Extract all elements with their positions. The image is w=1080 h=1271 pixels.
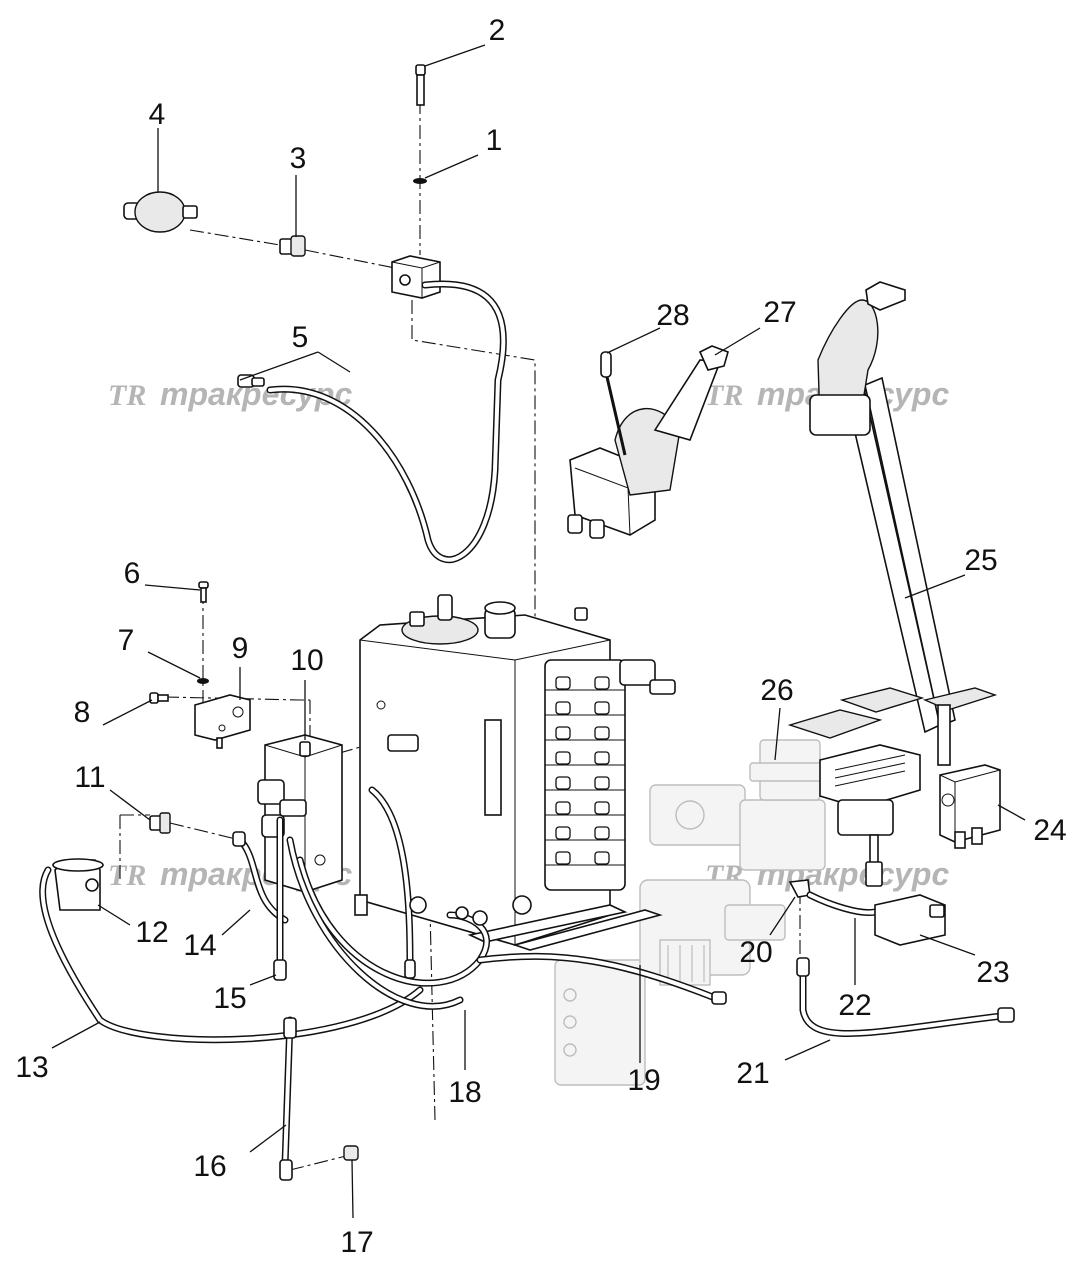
part-washer-7 <box>197 678 209 684</box>
callout-12: 12 <box>135 916 168 949</box>
part-adapter-3 <box>279 235 306 257</box>
part-bracket-9 <box>194 694 251 749</box>
callout-2: 2 <box>489 14 506 47</box>
part-hose-22 <box>806 891 879 917</box>
part-valve-24 <box>939 764 1001 849</box>
part-hose-5 <box>237 280 507 563</box>
watermark-logo: TR <box>108 859 146 892</box>
callout-18: 18 <box>448 1076 481 1109</box>
part-valve-23 <box>874 894 946 946</box>
callout-6: 6 <box>124 557 141 590</box>
callout-7: 7 <box>118 624 135 657</box>
callout-10: 10 <box>290 644 323 677</box>
part-hose-19 <box>476 952 727 1005</box>
part-washer-1 <box>413 178 427 184</box>
callout-11: 11 <box>74 761 105 794</box>
callout-1: 1 <box>486 124 503 157</box>
part-valve-block-top <box>391 255 441 299</box>
part-bolt-2 <box>415 64 426 106</box>
callout-22: 22 <box>838 989 871 1022</box>
part-filter-12 <box>52 858 104 911</box>
callout-26: 26 <box>760 674 793 707</box>
callout-numbers: 1 2 3 4 5 6 7 8 9 10 11 12 13 14 15 16 1… <box>15 14 1066 1259</box>
part-hose-13 <box>39 866 424 1044</box>
callout-21: 21 <box>736 1057 769 1090</box>
callout-14: 14 <box>183 929 216 962</box>
part-hose-16 <box>279 1016 297 1181</box>
callout-19: 19 <box>627 1064 660 1097</box>
part-fitting-17 <box>343 1145 359 1161</box>
part-lever-28 <box>600 351 627 456</box>
callout-8: 8 <box>74 696 91 729</box>
watermark-logo: TR <box>108 379 146 412</box>
callout-13: 13 <box>15 1051 48 1084</box>
callout-28: 28 <box>656 299 689 332</box>
callout-24: 24 <box>1033 814 1066 847</box>
callout-15: 15 <box>213 982 246 1015</box>
part-travel-levers-25 <box>809 281 956 734</box>
callout-16: 16 <box>193 1150 226 1183</box>
callout-9: 9 <box>232 632 249 665</box>
part-hose-14 <box>232 831 289 924</box>
part-fitting-11 <box>149 812 171 834</box>
part-hose-15 <box>273 816 287 981</box>
callout-23: 23 <box>976 956 1009 989</box>
part-screw-6 <box>198 581 209 603</box>
callout-3: 3 <box>290 142 307 175</box>
callout-27: 27 <box>763 296 796 329</box>
part-screw-8 <box>149 692 169 704</box>
leader-lines <box>51 44 1026 1219</box>
callout-25: 25 <box>964 544 997 577</box>
part-hose-18 <box>286 786 490 1010</box>
callout-5: 5 <box>292 321 309 354</box>
background-swing-motor <box>554 739 841 1086</box>
part-pedals-26 <box>787 687 998 887</box>
callout-4: 4 <box>149 98 166 131</box>
part-main-valve-block <box>354 594 676 951</box>
part-joystick-27 <box>567 345 729 539</box>
callout-20: 20 <box>739 936 772 969</box>
part-accumulator-4 <box>123 191 198 233</box>
callout-17: 17 <box>340 1226 373 1259</box>
part-hose-21 <box>796 957 1015 1037</box>
